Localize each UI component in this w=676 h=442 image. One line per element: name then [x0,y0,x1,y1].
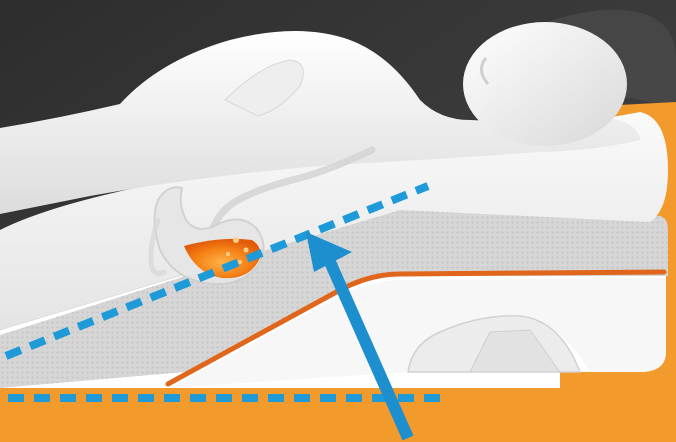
acid-bubble [238,260,242,264]
acid-bubble [233,237,239,243]
acid-bubble [226,252,230,256]
acid-bubble [244,248,249,253]
